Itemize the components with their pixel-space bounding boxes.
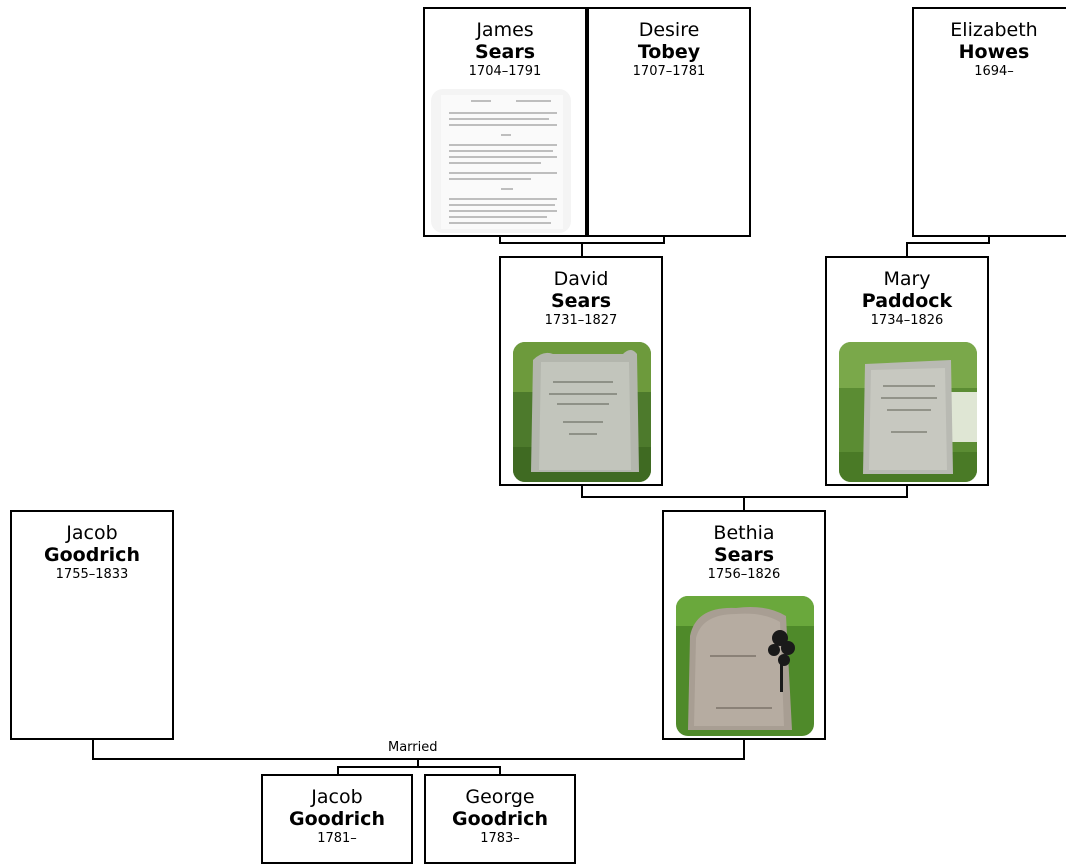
person-card-james-sears[interactable]: James Sears 1704–1791	[423, 7, 587, 237]
connector-line	[581, 242, 583, 256]
given-name: Elizabeth	[950, 19, 1038, 41]
connector-line	[663, 237, 665, 243]
given-name: Desire	[638, 19, 700, 41]
life-dates: 1704–1791	[468, 64, 542, 79]
surname: Goodrich	[452, 808, 548, 830]
surname: Goodrich	[44, 544, 140, 566]
connector-line	[499, 237, 501, 243]
given-name: James	[476, 19, 534, 41]
life-dates: 1734–1826	[870, 313, 944, 328]
person-card-desire-tobey[interactable]: Desire Tobey 1707–1781	[587, 7, 751, 237]
gravestone-photo[interactable]	[513, 342, 651, 482]
given-name: David	[553, 268, 609, 290]
life-dates: 1781–	[317, 831, 357, 846]
gravestone-photo[interactable]	[676, 596, 814, 736]
life-dates: 1783–	[480, 831, 520, 846]
life-dates: 1694–	[974, 64, 1014, 79]
connector-line	[906, 242, 908, 256]
surname: Paddock	[861, 290, 953, 312]
gravestone-photo[interactable]	[839, 342, 977, 482]
given-name: Mary	[883, 268, 931, 290]
surname: Sears	[474, 41, 536, 63]
connector-line	[988, 237, 990, 243]
connector-line	[337, 766, 501, 768]
life-dates: 1707–1781	[632, 64, 706, 79]
life-dates: 1731–1827	[544, 313, 618, 328]
person-card-jacob-goodrich[interactable]: Jacob Goodrich 1755–1833	[10, 510, 174, 740]
document-photo[interactable]	[431, 89, 571, 233]
person-card-elizabeth-howes[interactable]: Elizabeth Howes 1694–	[912, 7, 1066, 237]
surname: Sears	[713, 544, 775, 566]
connector-line	[499, 766, 501, 774]
life-dates: 1756–1826	[707, 567, 781, 582]
surname: Goodrich	[289, 808, 385, 830]
person-card-jacob-goodrich-jr[interactable]: Jacob Goodrich 1781–	[261, 774, 413, 864]
connector-line	[92, 740, 94, 760]
connector-line	[337, 766, 339, 774]
surname: Tobey	[637, 41, 701, 63]
connector-line	[906, 242, 990, 244]
connector-line	[417, 758, 419, 768]
given-name: Jacob	[66, 522, 118, 544]
surname: Sears	[550, 290, 612, 312]
connector-line	[743, 740, 745, 760]
person-card-george-goodrich[interactable]: George Goodrich 1783–	[424, 774, 576, 864]
life-dates: 1755–1833	[55, 567, 129, 582]
connector-line	[743, 496, 745, 510]
person-card-david-sears[interactable]: David Sears 1731–1827	[499, 256, 663, 486]
given-name: Bethia	[713, 522, 775, 544]
connector-line	[581, 486, 583, 498]
married-label: Married	[385, 740, 441, 755]
person-card-mary-paddock[interactable]: Mary Paddock 1734–1826	[825, 256, 989, 486]
given-name: Jacob	[311, 786, 363, 808]
given-name: George	[465, 786, 535, 808]
connector-line	[906, 486, 908, 498]
person-card-bethia-sears[interactable]: Bethia Sears 1756–1826	[662, 510, 826, 740]
surname: Howes	[958, 41, 1030, 63]
